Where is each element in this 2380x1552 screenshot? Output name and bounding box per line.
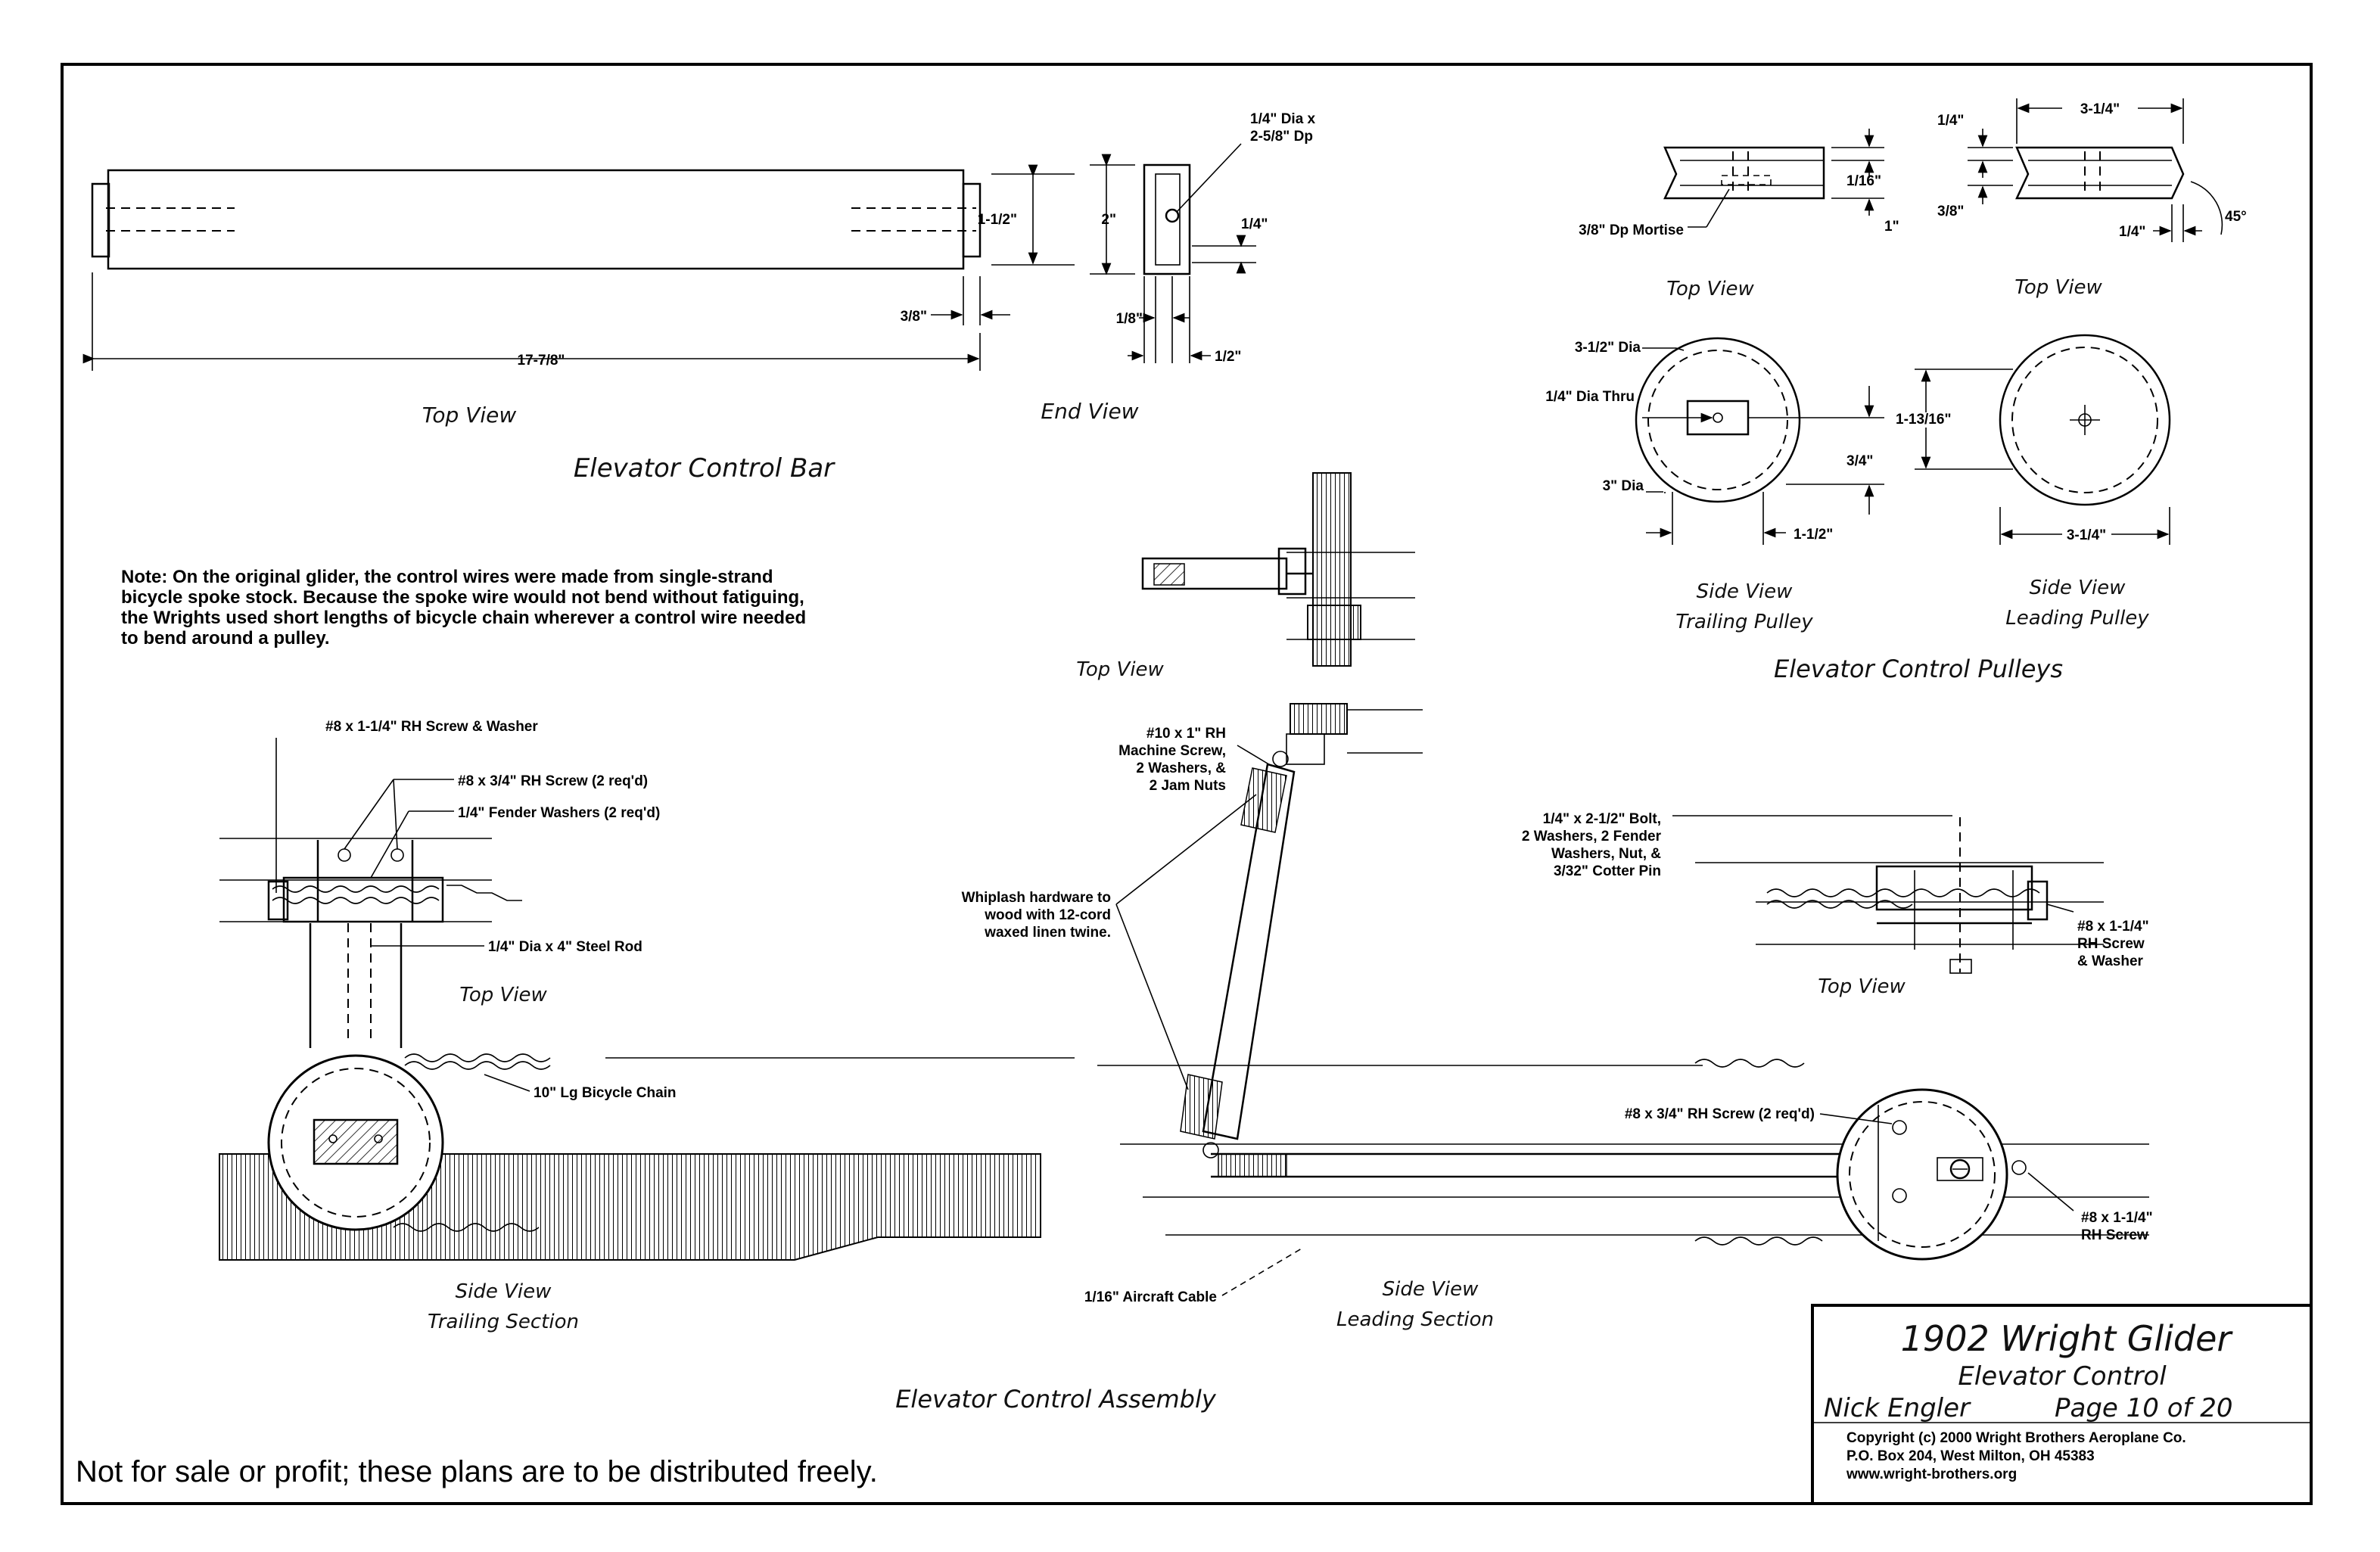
label-top-view-bar: Top View: [422, 403, 517, 428]
callout-screw-right-top-2: RH Screw: [2077, 936, 2145, 952]
note-line-2: bicycle spoke stock. Because the spoke w…: [121, 587, 804, 608]
callout-chain: 10" Lg Bicycle Chain: [534, 1085, 677, 1101]
dim-dp: 2-5/8" Dp: [1250, 129, 1313, 145]
dim-3-8-p: 3/8": [1937, 204, 1964, 219]
callout-steel-rod: 1/4" Dia x 4" Steel Rod: [488, 939, 642, 955]
title-block-address: P.O. Box 204, West Milton, OH 45383: [1846, 1448, 2095, 1464]
title-block-title: 1902 Wright Glider: [1901, 1318, 2234, 1359]
callout-screw-right-top-1: #8 x 1-1/4": [2077, 919, 2149, 935]
label-top-view-mid: Top View: [1076, 658, 1164, 681]
callout-bolt-3: Washers, Nut, &: [1551, 846, 1661, 862]
dim-3-dia: 3" Dia: [1603, 478, 1644, 494]
label-side-view-leading: Side View: [1383, 1278, 1479, 1301]
label-leading-section: Leading Section: [1336, 1308, 1494, 1331]
dim-1-1-2: 1-1/2": [978, 212, 1017, 228]
label-top-view-leading: Top View: [1818, 975, 1906, 998]
callout-whiplash-3: waxed linen twine.: [984, 925, 1111, 941]
note-line-4: to bend around a pulley.: [121, 628, 330, 648]
trailing-section-top-view: [219, 738, 522, 1048]
dim-3-1-2-dia: 3-1/2" Dia: [1575, 340, 1641, 356]
dim-dia: 1/4" Dia x: [1250, 111, 1316, 127]
label-leading-pulley: Leading Pulley: [2005, 607, 2149, 630]
control-bar-end-view: [1128, 143, 1256, 363]
label-end-view: End View: [1041, 399, 1138, 424]
dim-1-16: 1/16": [1846, 173, 1881, 189]
dim-3-4: 3/4": [1846, 453, 1873, 469]
title-block-url: www.wright-brothers.org: [1846, 1466, 2017, 1482]
title-elevator-control-assembly: Elevator Control Assembly: [895, 1385, 1217, 1414]
callout-bolt-2: 2 Washers, 2 Fender: [1522, 829, 1662, 844]
leading-pulley-side-view: [1915, 334, 2171, 545]
callout-m10-1: #10 x 1" RH: [1146, 726, 1226, 742]
control-bar-top-view: [82, 154, 1135, 371]
dim-2: 2": [1101, 212, 1116, 228]
dim-3-1-4-top: 3-1/4": [2080, 101, 2120, 117]
dim-1-4-end: 1/4": [1241, 216, 1268, 232]
dim-1-4-a: 1/4": [1937, 113, 1964, 129]
dim-45: 45°: [2225, 209, 2247, 225]
label-trailing-pulley: Trailing Pulley: [1675, 611, 1813, 633]
footer-disclaimer: Not for sale or profit; these plans are …: [76, 1455, 878, 1488]
callout-screw-right-top-3: & Washer: [2077, 953, 2144, 969]
trailing-pulley-top-view: [1663, 129, 1884, 228]
title-block-page: Page 10 of 20: [2055, 1393, 2233, 1423]
callout-fender: 1/4" Fender Washers (2 req'd): [458, 805, 660, 821]
dim-1-4-b: 1/4": [2119, 224, 2145, 240]
label-side-view-trailing: Side View: [456, 1280, 552, 1303]
callout-whiplash-2: wood with 12-cord: [984, 907, 1111, 923]
title-block-author: Nick Engler: [1824, 1393, 1971, 1423]
label-top-view-pulley-1: Top View: [1666, 278, 1754, 300]
leading-pulley-top-view: [1968, 98, 2223, 242]
callout-bolt-4: 3/32" Cotter Pin: [1554, 863, 1661, 879]
callout-screw-8-3-4-right: #8 x 3/4" RH Screw (2 req'd): [1625, 1106, 1815, 1122]
dim-3-8: 3/8": [901, 309, 927, 325]
callout-m10-4: 2 Jam Nuts: [1150, 778, 1226, 794]
title-block-copyright: Copyright (c) 2000 Wright Brothers Aerop…: [1846, 1430, 2186, 1446]
dim-1-8: 1/8": [1116, 311, 1143, 327]
callout-screw-right-bottom-1: #8 x 1-1/4": [2081, 1210, 2153, 1226]
title-elevator-control-bar: Elevator Control Bar: [574, 453, 835, 484]
callout-bolt-1: 1/4" x 2-1/2" Bolt,: [1543, 811, 1661, 827]
dim-1-2: 1/2": [1215, 349, 1241, 365]
label-top-view-pulley-2: Top View: [2014, 276, 2102, 299]
callout-m10-3: 2 Washers, &: [1136, 760, 1226, 776]
callout-m10-2: Machine Screw,: [1118, 743, 1226, 759]
dim-mortise: 3/8" Dp Mortise: [1579, 222, 1684, 238]
label-trailing-section: Trailing Section: [428, 1311, 579, 1333]
dim-17-7-8: 17-7/8": [518, 353, 565, 369]
label-side-view-2: Side View: [2030, 577, 2126, 599]
title-elevator-control-pulleys: Elevator Control Pulleys: [1774, 655, 2063, 683]
callout-cable: 1/16" Aircraft Cable: [1084, 1289, 1217, 1305]
callout-whiplash-1: Whiplash hardware to: [962, 890, 1111, 906]
dim-1-1-2-p: 1-1/2": [1794, 527, 1833, 543]
trailing-pulley-side-view: [1635, 337, 1884, 545]
dim-3-1-4-bot: 3-1/4": [2067, 527, 2106, 543]
note-line-3: the Wrights used short lengths of bicycl…: [121, 608, 806, 628]
dim-1-13-16: 1-13/16": [1896, 412, 1951, 428]
whiplash-assembly: [1097, 703, 2149, 1296]
label-top-view-trailing: Top View: [459, 984, 547, 1006]
callout-screw-8-1-1-4-washer: #8 x 1-1/4" RH Screw & Washer: [325, 719, 538, 735]
leading-section-top-view: [1672, 815, 2104, 974]
dim-1-4-thru: 1/4" Dia Thru: [1545, 389, 1635, 405]
callout-screw-8-3-4: #8 x 3/4" RH Screw (2 req'd): [458, 773, 648, 789]
callout-screw-right-bottom-2: RH Screw: [2081, 1227, 2148, 1243]
title-block: [1811, 1304, 2313, 1505]
trailing-section-side-view: [219, 1053, 1075, 1261]
leading-section-side-view: [1819, 1088, 2074, 1261]
mid-top-view-hardware: [1141, 472, 1415, 667]
sheet-border: [61, 63, 2313, 1505]
label-side-view-1: Side View: [1697, 580, 1793, 603]
dim-1: 1": [1884, 219, 1899, 235]
note-line-1: Note: On the original glider, the contro…: [121, 567, 773, 587]
title-block-subtitle: Elevator Control: [1958, 1361, 2167, 1392]
